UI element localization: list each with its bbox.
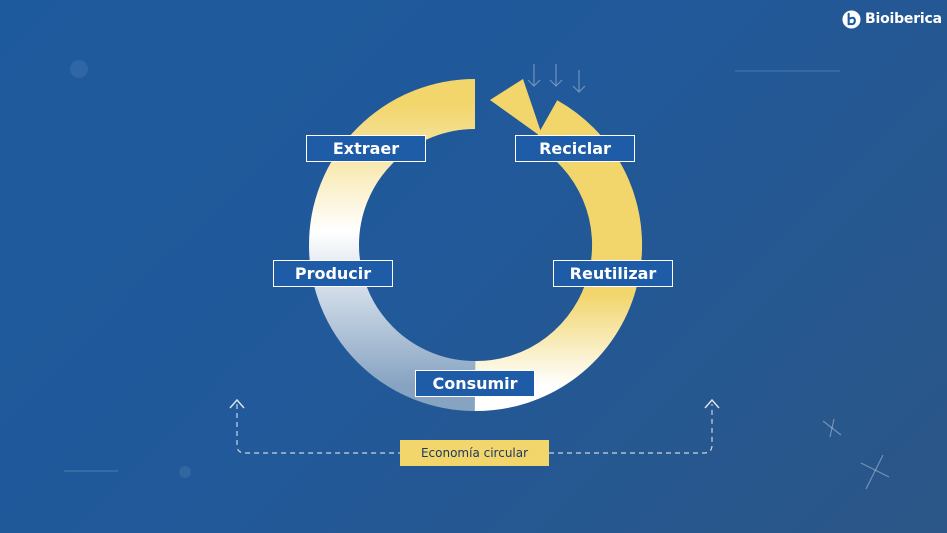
deco-dot <box>70 60 88 78</box>
up-arrow-icon <box>229 398 245 409</box>
deco-down-arrows-icon <box>527 64 586 93</box>
brand-name: Bioiberica <box>865 11 942 27</box>
up-arrow-icon <box>704 398 720 409</box>
bioiberica-logo-icon <box>842 9 861 29</box>
stage-label-consumir: Consumir <box>415 370 535 397</box>
stage-label-extraer: Extraer <box>306 135 426 162</box>
brand-logo: Bioiberica <box>842 8 942 30</box>
circular-economy-tag: Economía circular <box>400 440 549 466</box>
stage-label-producir: Producir <box>273 260 393 287</box>
ring-arrowhead <box>490 79 543 138</box>
stage-label-reciclar: Reciclar <box>515 135 635 162</box>
stage-label-reutilizar: Reutilizar <box>553 260 673 287</box>
deco-dot <box>179 466 191 478</box>
deco-cross-icon <box>822 418 890 490</box>
